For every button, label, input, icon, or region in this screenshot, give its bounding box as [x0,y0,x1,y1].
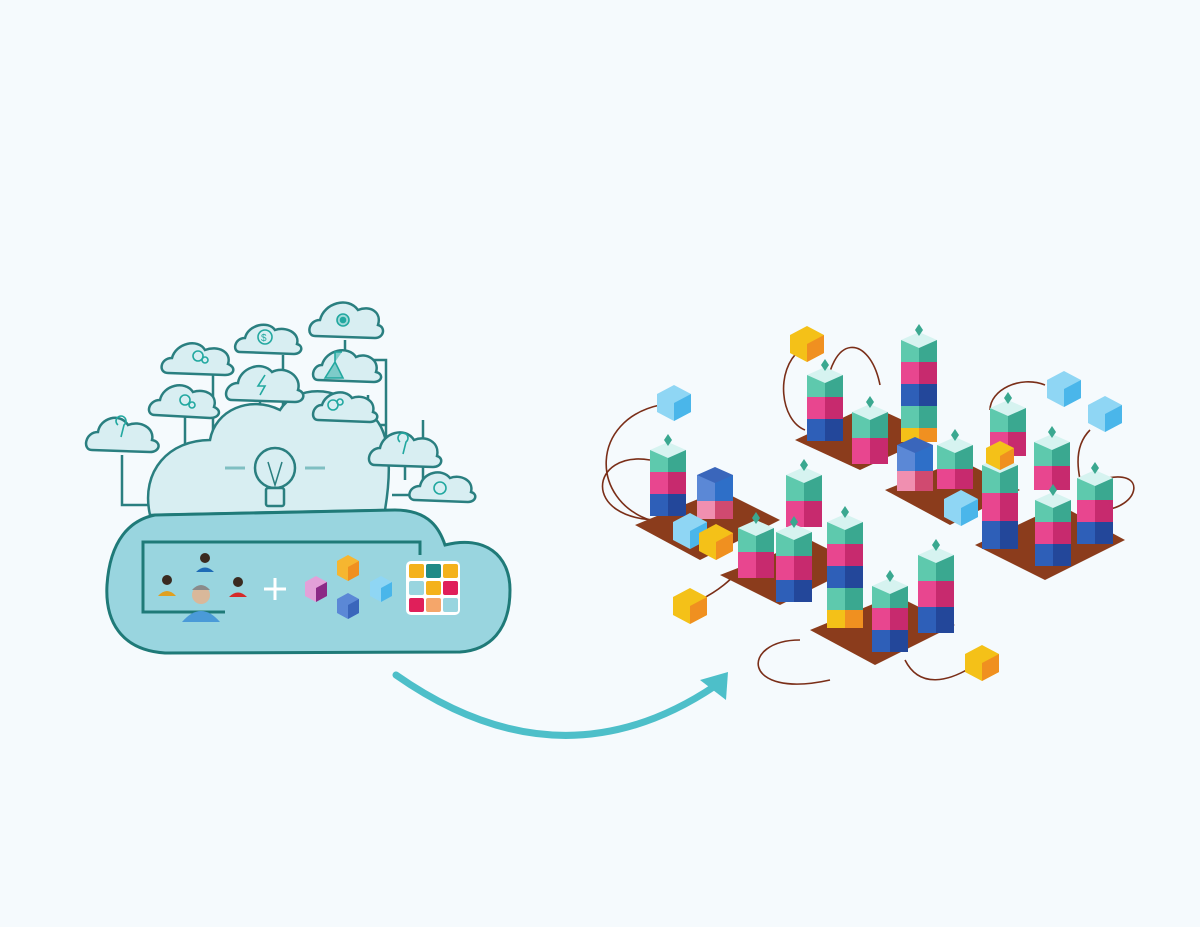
balloon-icon [397,432,409,455]
color-grid-icon [406,561,460,615]
cloud-balloon-right [367,431,443,469]
balloon-icon [115,415,127,438]
dollar-glyph: $ [261,333,267,344]
tower [650,434,686,516]
cube-yellow [965,645,999,681]
tower-tall [901,324,937,442]
tower [776,516,812,602]
circle-icon [433,481,447,495]
cloud-mountain [311,349,383,384]
tower [897,437,933,491]
cube-lightblue [1088,396,1122,432]
plus-icon [264,578,286,600]
cube-yellow [986,441,1014,470]
gear-icon [179,394,191,406]
tower [1035,484,1071,566]
gear-icon [188,401,196,409]
gear-icon [192,350,204,362]
light-bulb-icon [225,446,325,508]
cloud-dollar [233,323,303,356]
block-towers-group [601,324,1135,685]
gear-icon [201,356,209,364]
cube-yellow [699,524,733,560]
tower [937,429,973,489]
cloud-circle [408,471,477,504]
cloud-gears-2 [160,342,235,377]
mountain-flag-icon [323,351,345,379]
cube-lightblue [1047,371,1081,407]
gear-icon [336,398,344,406]
cloud-lightning [224,365,305,404]
tower [738,512,774,578]
tower [697,467,733,519]
loose-cubes [657,326,1122,681]
base-plate [635,490,780,560]
dollar-icon [257,329,273,345]
cube-yellow [673,588,707,624]
tower-tall [827,506,863,628]
tower [918,539,954,633]
cloud-gears-3 [311,391,379,424]
tower [807,359,843,441]
cube-lightblue [944,490,978,526]
tower [1077,462,1113,544]
arrow-icon [392,671,728,739]
tower [852,396,888,464]
tower [786,459,822,527]
small-cloud-icons: $ [115,313,447,495]
team-people-icon [158,553,247,622]
cloud-gears-1 [147,384,221,420]
building-blocks-icon [305,555,392,619]
tower [1034,426,1070,490]
cube-yellow [790,326,824,362]
tower [872,570,908,652]
cube-lightblue [657,385,691,421]
lightning-icon [256,374,267,396]
